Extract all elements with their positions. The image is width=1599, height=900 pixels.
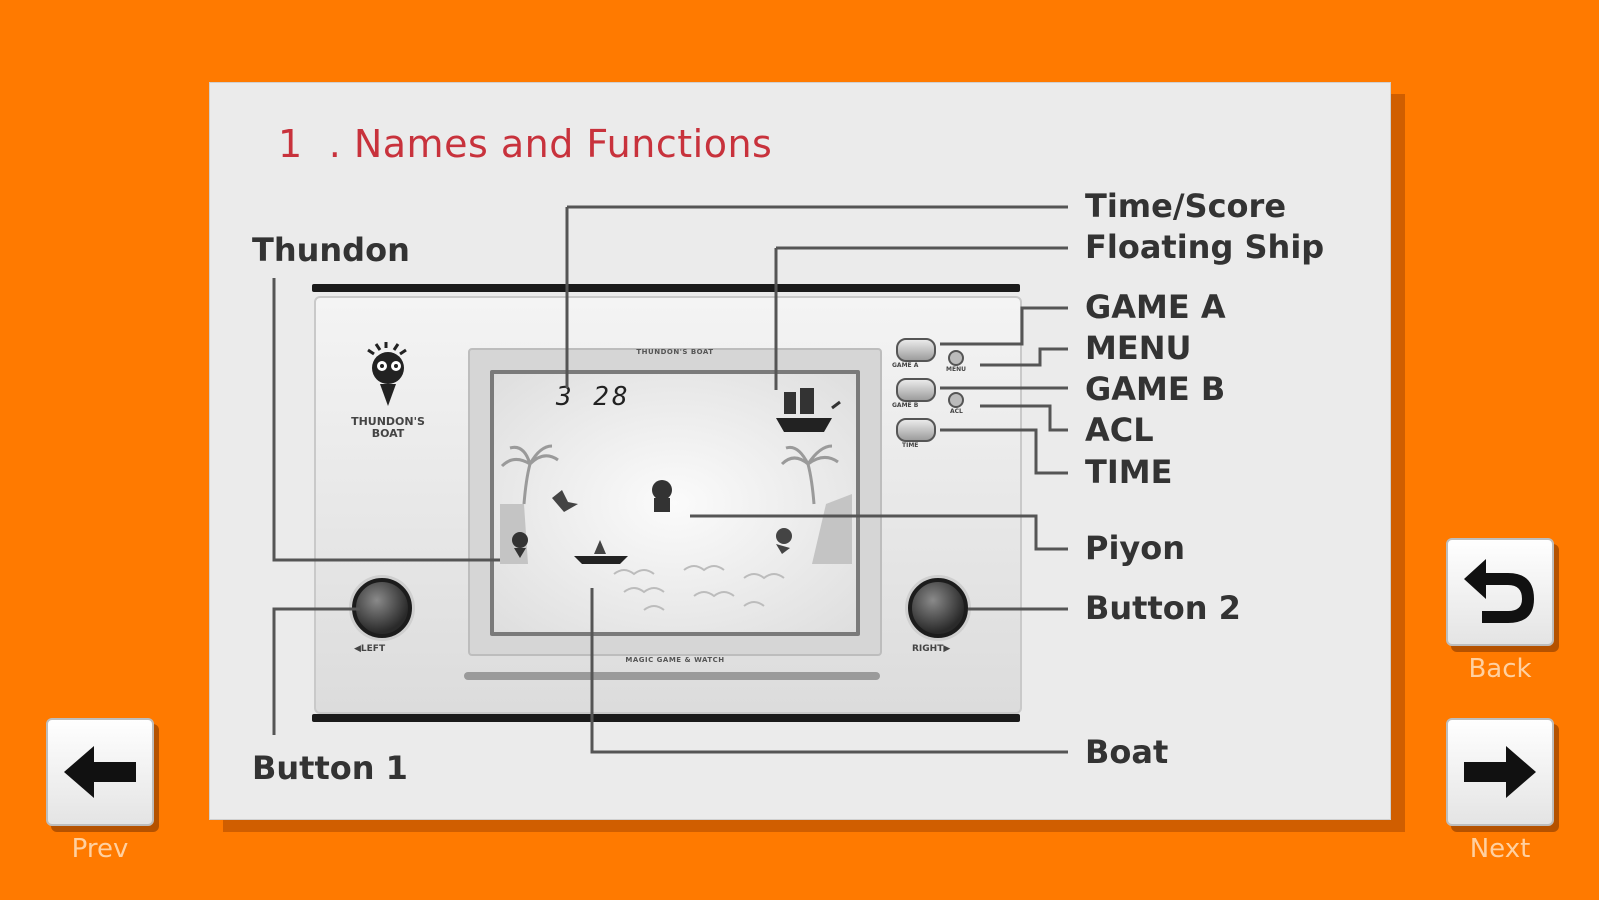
game-a-pill-button[interactable] (896, 338, 936, 362)
label-button-2: Button 2 (1085, 589, 1241, 627)
device-trim (464, 672, 880, 680)
game-a-micro-label: GAME A (892, 362, 919, 369)
label-time: TIME (1085, 453, 1173, 491)
prev-button[interactable] (46, 718, 154, 826)
back-button[interactable] (1446, 538, 1554, 646)
device-top-bar (312, 284, 1020, 292)
heading-text: . Names and Functions (328, 122, 773, 166)
acl-small-button[interactable] (948, 392, 964, 408)
menu-micro-label: MENU (946, 366, 966, 373)
game-watch-illustration: THUNDON'S BOAT THUNDON'S BOAT 3 28 (312, 284, 1022, 722)
floating-ship-icon (776, 388, 841, 432)
bezel-title: THUNDON'S BOAT (636, 348, 714, 356)
label-button-1: Button 1 (252, 749, 408, 787)
next-label: Next (1469, 834, 1531, 864)
lcd-scene (500, 388, 852, 611)
label-piyon: Piyon (1085, 529, 1186, 567)
button-1-knob[interactable] (352, 578, 412, 638)
device-bottom-bar (312, 714, 1020, 722)
page-title: 1 . Names and Functions (278, 122, 772, 166)
screen-bezel: THUNDON'S BOAT 3 28 (468, 348, 882, 664)
label-game-b: GAME B (1085, 370, 1226, 408)
thundon-icon (512, 532, 528, 558)
label-menu: MENU (1085, 329, 1192, 367)
arrow-left-icon (64, 746, 136, 798)
lcd-screen: 3 28 (490, 370, 860, 636)
palm-left-icon (500, 444, 559, 505)
back-label: Back (1468, 654, 1532, 684)
enemy-right-icon (776, 528, 792, 554)
thundon-logo: THUNDON'S BOAT (340, 342, 436, 440)
time-micro-label: TIME (902, 442, 919, 449)
cliff-right (812, 494, 852, 564)
menu-small-button[interactable] (948, 350, 964, 366)
label-floating-ship: Floating Ship (1085, 228, 1325, 266)
right-label: RIGHT▶ (912, 644, 951, 654)
label-game-a: GAME A (1085, 288, 1226, 326)
prev-label: Prev (71, 834, 129, 864)
waves (613, 565, 785, 611)
game-b-pill-button[interactable] (896, 378, 936, 402)
piyon-icon (652, 480, 672, 512)
device-body: THUNDON'S BOAT THUNDON'S BOAT 3 28 (314, 296, 1022, 714)
next-button[interactable] (1446, 718, 1554, 826)
arrow-right-icon (1464, 746, 1536, 798)
logo-caption-line-2: BOAT (371, 427, 405, 440)
acl-micro-label: ACL (950, 408, 963, 415)
enemy-bird-icon (552, 490, 578, 512)
return-icon (1464, 559, 1534, 623)
game-b-micro-label: GAME B (892, 402, 919, 409)
palm-right-icon (780, 444, 839, 505)
label-acl: ACL (1085, 411, 1154, 449)
button-2-knob[interactable] (908, 578, 968, 638)
label-boat: Boat (1085, 733, 1169, 771)
heading-number: 1 (278, 122, 303, 166)
label-thundon: Thundon (252, 231, 410, 269)
time-pill-button[interactable] (896, 418, 936, 442)
bezel-footer: MAGIC GAME & WATCH (625, 656, 725, 664)
boat-icon (574, 540, 628, 564)
thundon-logo-icon (367, 342, 407, 406)
left-label: ◀LEFT (354, 644, 386, 654)
label-time-score: Time/Score (1085, 187, 1287, 225)
